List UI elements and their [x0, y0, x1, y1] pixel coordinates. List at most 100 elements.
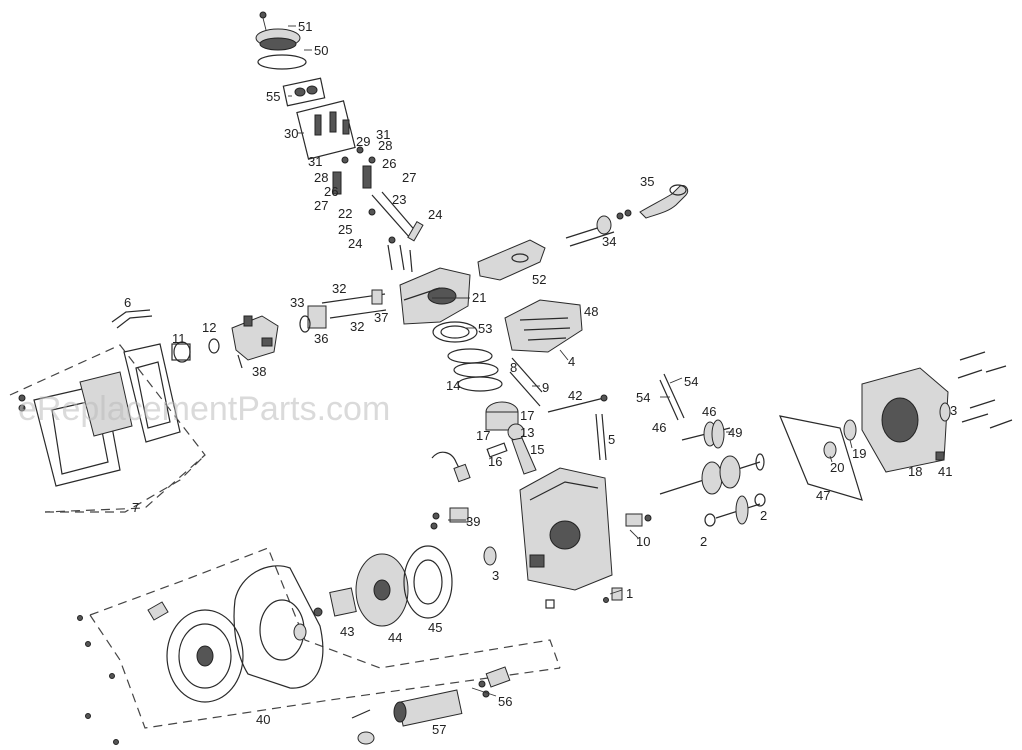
recoil-starter	[147, 601, 244, 703]
air-filter-base	[123, 343, 181, 443]
blower-housing	[233, 565, 324, 689]
rocker-arms	[296, 100, 356, 160]
cam-gear	[711, 419, 725, 449]
rocker-cover	[255, 11, 301, 51]
callout-48: 48	[584, 304, 598, 319]
head-bolts	[321, 289, 387, 319]
flywheel-fan	[355, 553, 409, 627]
callout-7: 7	[132, 500, 139, 515]
push-rods-long	[509, 357, 608, 413]
air-filter-cover	[18, 383, 121, 487]
callout-38: 38	[252, 364, 266, 379]
callout-28-b: 28	[314, 170, 328, 185]
callout-50: 50	[314, 43, 328, 58]
balance-shaft	[704, 493, 766, 527]
flywheel	[403, 545, 453, 619]
callout-37: 37	[374, 310, 388, 325]
carburetor-spacer	[299, 305, 327, 333]
callout-2-b: 2	[760, 508, 767, 523]
callout-49: 49	[728, 425, 742, 440]
governor-assembly	[625, 513, 652, 527]
callout-45: 45	[428, 620, 442, 635]
callout-46-b: 46	[652, 420, 666, 435]
callout-35: 35	[640, 174, 654, 189]
callout-42: 42	[568, 388, 582, 403]
callout-21: 21	[472, 290, 486, 305]
shroud-cover	[504, 299, 583, 353]
callout-32: 32	[332, 281, 346, 296]
cylinder-head	[399, 267, 471, 325]
callout-15: 15	[530, 442, 544, 457]
callout-46: 46	[702, 404, 716, 419]
callout-57: 57	[432, 722, 446, 737]
callout-17-b: 17	[476, 428, 490, 443]
crankcase-cover-gasket	[779, 415, 863, 501]
callout-25: 25	[338, 222, 352, 237]
callout-40: 40	[256, 712, 270, 727]
valves	[368, 191, 424, 244]
exhaust-pipe	[639, 184, 689, 219]
callout-11: 11	[172, 331, 186, 346]
callout-22: 22	[338, 206, 352, 221]
valve-springs	[332, 146, 376, 195]
ignition-coil	[430, 507, 469, 530]
leader-lines	[288, 25, 853, 697]
callout-32-b: 32	[350, 319, 364, 334]
rocker-cover-gasket	[257, 54, 307, 70]
starter-cup	[313, 587, 357, 617]
exhaust-studs	[565, 209, 632, 247]
callout-16: 16	[488, 454, 502, 469]
callout-24: 24	[428, 207, 442, 222]
callout-47: 47	[816, 488, 830, 503]
ignition-wire	[431, 451, 471, 483]
callout-24-b: 24	[348, 236, 362, 251]
callout-3: 3	[950, 403, 957, 418]
callout-28: 28	[378, 138, 392, 153]
callout-5: 5	[608, 432, 615, 447]
starter-solenoid	[478, 666, 511, 698]
callout-1: 1	[626, 586, 633, 601]
callout-4: 4	[568, 354, 575, 369]
watermark: eReplacementParts.com	[18, 390, 390, 428]
callout-29: 29	[356, 134, 370, 149]
callout-20: 20	[830, 460, 844, 475]
starter-motor	[351, 689, 463, 745]
callout-26: 26	[382, 156, 396, 171]
callout-23: 23	[392, 192, 406, 207]
heat-shield	[477, 239, 546, 281]
callout-34: 34	[602, 234, 616, 249]
callout-52: 52	[532, 272, 546, 287]
crankcase-cover	[861, 367, 951, 473]
callout-12: 12	[202, 320, 216, 335]
recoil-kit-outline	[89, 547, 561, 729]
callout-30: 30	[284, 126, 298, 141]
recoil-bolts	[77, 615, 119, 745]
callout-19: 19	[852, 446, 866, 461]
callout-44: 44	[388, 630, 402, 645]
crankcase	[519, 467, 613, 609]
callout-17: 17	[520, 408, 534, 423]
governor-gear	[823, 441, 837, 459]
air-filter-element	[79, 371, 133, 437]
cover-bolts	[957, 351, 1013, 429]
connecting-rod	[507, 423, 537, 475]
piston-rings	[447, 348, 503, 392]
piston-pin	[486, 442, 508, 458]
callout-27: 27	[402, 170, 416, 185]
callout-33: 33	[290, 295, 304, 310]
carburetor	[231, 315, 279, 369]
callout-55: 55	[266, 89, 280, 104]
callout-36: 36	[314, 331, 328, 346]
callout-26-b: 26	[324, 184, 338, 199]
callout-3-b: 3	[492, 568, 499, 583]
callout-41: 41	[938, 464, 952, 479]
valve-plate	[282, 77, 326, 107]
callout-54: 54	[684, 374, 698, 389]
callout-31: 31	[376, 127, 390, 142]
callout-53: 53	[478, 321, 492, 336]
push-rods	[387, 244, 413, 273]
callout-54-b: 54	[636, 390, 650, 405]
crankshaft	[659, 453, 765, 495]
callout-9: 9	[542, 380, 549, 395]
